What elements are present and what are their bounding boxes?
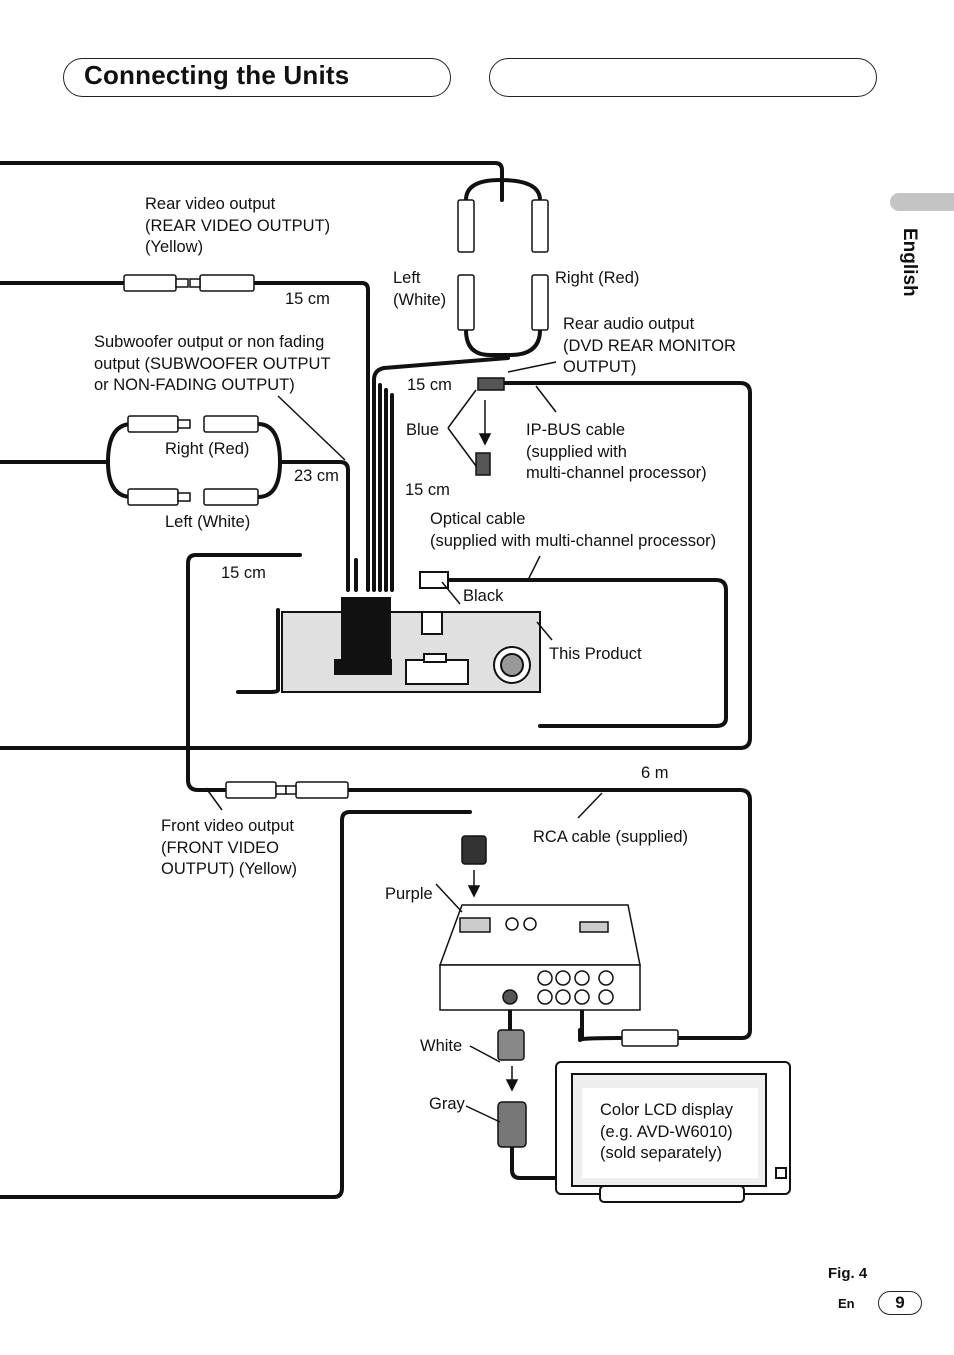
figure-label: Fig. 4: [828, 1265, 868, 1282]
optical-cable-label: Optical cable (supplied with multi-chann…: [430, 510, 717, 550]
length-label: 15 cm: [405, 481, 450, 499]
page-number: 9: [878, 1291, 922, 1315]
length-label: 15 cm: [407, 376, 452, 394]
cable-front-loop: [0, 810, 472, 1199]
title-frame: [63, 58, 451, 97]
cable-rca-6m: [343, 788, 752, 1040]
language-code: En: [838, 1296, 855, 1311]
cable-rear-video-2: [252, 281, 370, 592]
cable-rear-audio-trunk: [0, 161, 504, 202]
purple-label: Purple: [385, 885, 433, 903]
this-product-unit: [281, 571, 541, 693]
white-label: White: [420, 1037, 463, 1055]
cable-ip-bus: [0, 381, 752, 750]
multi-channel-processor: [438, 904, 641, 1011]
left-white-top-label: Left (White): [393, 269, 447, 309]
rca-connectors-rear-video: [123, 274, 255, 292]
color-lcd-display: [555, 1061, 791, 1203]
rca-cable-label: RCA cable (supplied): [533, 828, 688, 846]
rear-video-output-label: Rear video output (REAR VIDEO OUTPUT) (Y…: [145, 195, 331, 256]
front-video-output-label: Front video output (FRONT VIDEO OUTPUT) …: [161, 817, 297, 878]
right-red-top-label: Right (Red): [555, 269, 640, 287]
length-label: 23 cm: [294, 467, 339, 485]
black-label: Black: [463, 587, 504, 605]
language-label: English: [899, 228, 920, 297]
rear-audio-output-label: Rear audio output (DVD REAR MONITOR OUTP…: [563, 315, 736, 376]
language-tab: [890, 193, 954, 211]
gray-label: Gray: [429, 1095, 465, 1113]
blue-label: Blue: [406, 421, 440, 439]
color-lcd-label: Color LCD display (e.g. AVD-W6010) (sold…: [600, 1101, 733, 1162]
subwoofer-output-label: Subwoofer output or non fading output (S…: [94, 333, 331, 394]
this-product-label: This Product: [549, 645, 642, 663]
right-red-mid-label: Right (Red): [165, 440, 250, 458]
length-label: 6 m: [641, 764, 669, 782]
length-label: 15 cm: [221, 564, 266, 582]
ip-bus-cable-label: IP-BUS cable (supplied with multi-channe…: [526, 421, 707, 482]
length-label: 15 cm: [285, 290, 330, 308]
cable-optical: [448, 578, 728, 728]
left-white-mid-label: Left (White): [165, 513, 251, 531]
page-title: Connecting the Units: [84, 60, 350, 90]
empty-header-frame: [489, 58, 877, 97]
